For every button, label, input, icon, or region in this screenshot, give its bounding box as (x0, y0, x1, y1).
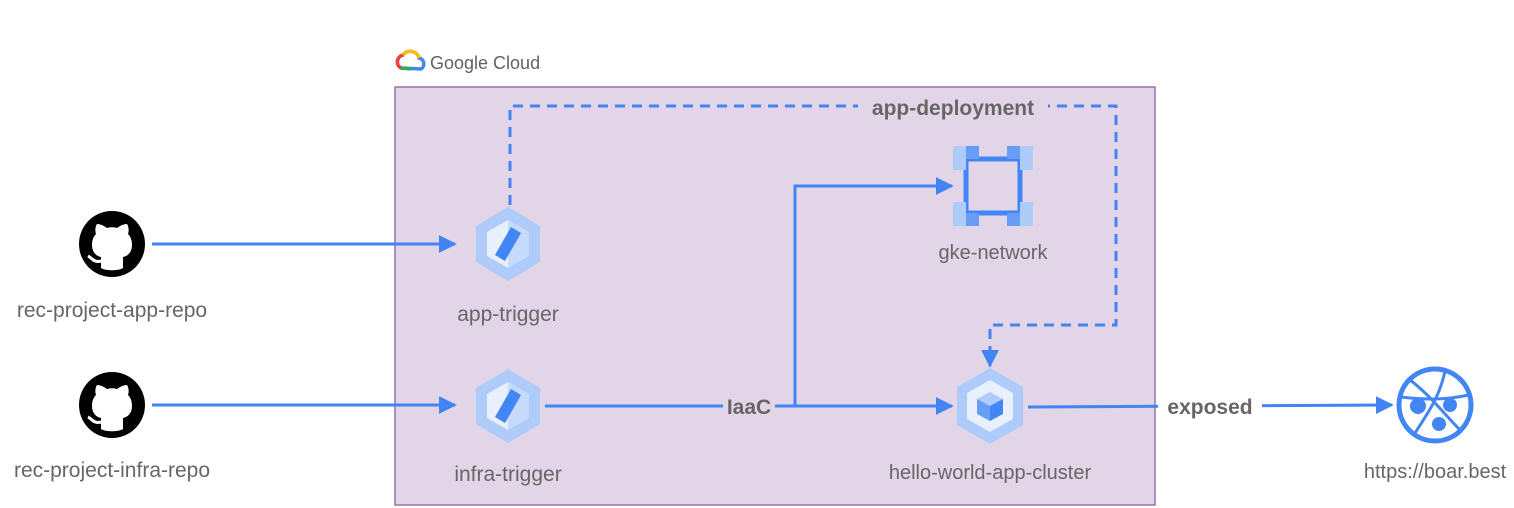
iaac-label: IaaC (727, 396, 771, 419)
cloud-build-icon (476, 369, 540, 443)
iaac-edge-network (793, 177, 954, 406)
cloud-build-icon (476, 207, 540, 281)
web-endpoint-icon (1396, 366, 1474, 444)
app-repo-label: rec-project-app-repo (17, 299, 207, 322)
gke-icon (957, 368, 1023, 444)
cluster-label: hello-world-app-cluster (889, 462, 1092, 484)
vpc-network-icon (953, 146, 1033, 226)
exposed-label: exposed (1167, 396, 1252, 419)
github-icon (79, 211, 145, 277)
app-deployment-edge (508, 104, 1118, 368)
endpoint-label: https://boar.best (1364, 461, 1507, 483)
exposed-label-bg (1158, 394, 1262, 420)
gke-network-label: gke-network (939, 242, 1049, 264)
google-cloud-logo-icon (395, 49, 426, 71)
github-icon (79, 372, 145, 438)
iaac-label-bg (723, 394, 775, 419)
google-cloud-brand: Google Cloud (430, 53, 540, 73)
app-deployment-label: app-deployment (872, 97, 1034, 120)
app-deployment-label-bg (858, 94, 1048, 120)
infra-repo-label: rec-project-infra-repo (14, 459, 210, 482)
app-trigger-label: app-trigger (457, 303, 559, 326)
infra-trigger-label: infra-trigger (454, 463, 561, 486)
